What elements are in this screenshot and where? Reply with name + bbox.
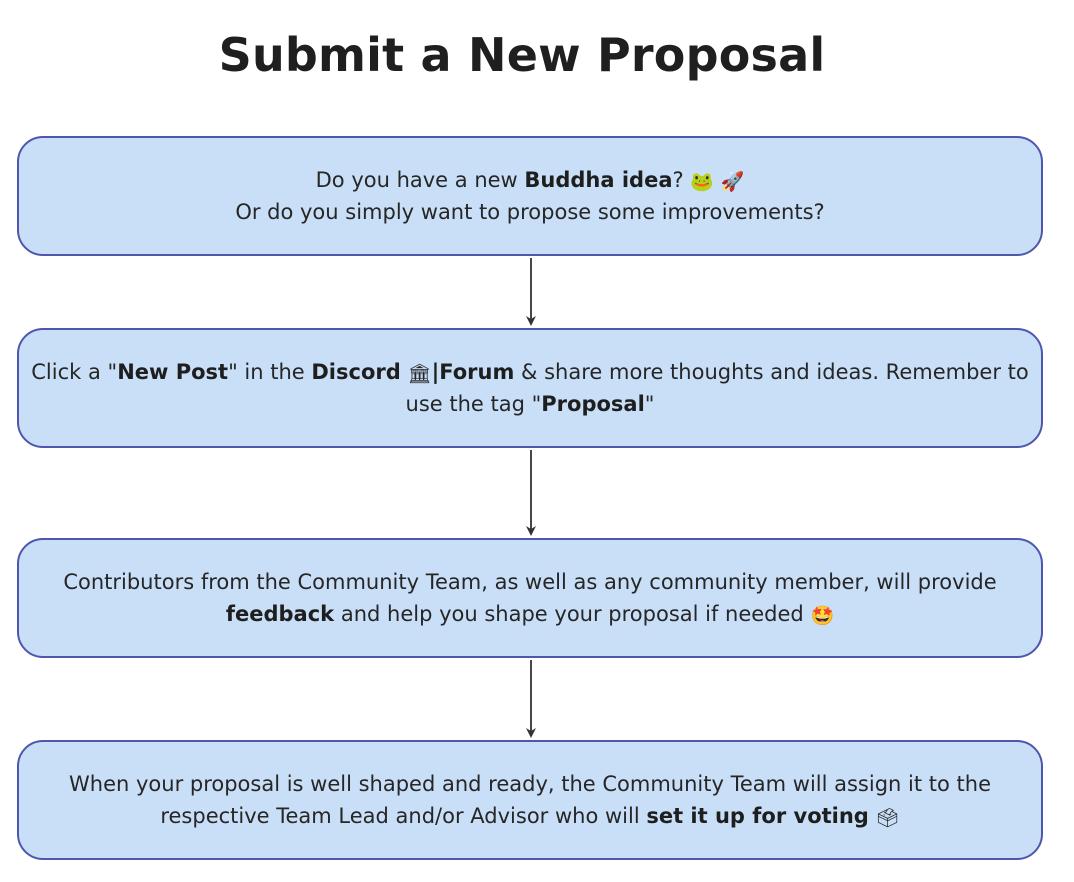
step-3-box: Contributors from the Community Team, as… (17, 538, 1043, 658)
step-4-box: When your proposal is well shaped and re… (17, 740, 1043, 860)
discord-label: Discord (311, 360, 401, 384)
frog-icon: 🐸 (690, 171, 715, 193)
proposal-tag-label: Proposal (541, 392, 645, 416)
ballot-box-icon: 🗳 (875, 807, 900, 829)
step-3-text: Contributors from the Community Team, as… (63, 570, 997, 627)
buddha-idea-label: Buddha idea (524, 168, 673, 192)
forum-label: |Forum (431, 360, 515, 384)
step-2-text: Click a "New Post" in the Discord 🏛|Foru… (31, 360, 1029, 416)
step-4-text: When your proposal is well shaped and re… (69, 772, 991, 829)
step-1-line-1: Do you have a new Buddha idea? 🐸 🚀 (315, 168, 745, 193)
page-title: Submit a New Proposal (218, 28, 826, 82)
step-1-text: Do you have a new Buddha idea? 🐸 🚀 Or do… (235, 164, 824, 228)
rocket-icon: 🚀 (720, 171, 745, 193)
classical-building-icon: 🏛 (407, 363, 432, 385)
step-1-line-2: Or do you simply want to propose some im… (235, 200, 825, 224)
set-up-voting-label: set it up for voting (646, 804, 869, 828)
feedback-label: feedback (225, 602, 335, 626)
step-2-box: Click a "New Post" in the Discord 🏛|Foru… (17, 328, 1043, 448)
new-post-label: New Post (117, 360, 229, 384)
step-1-box: Do you have a new Buddha idea? 🐸 🚀 Or do… (17, 136, 1043, 256)
star-struck-icon: 🤩 (810, 605, 835, 627)
